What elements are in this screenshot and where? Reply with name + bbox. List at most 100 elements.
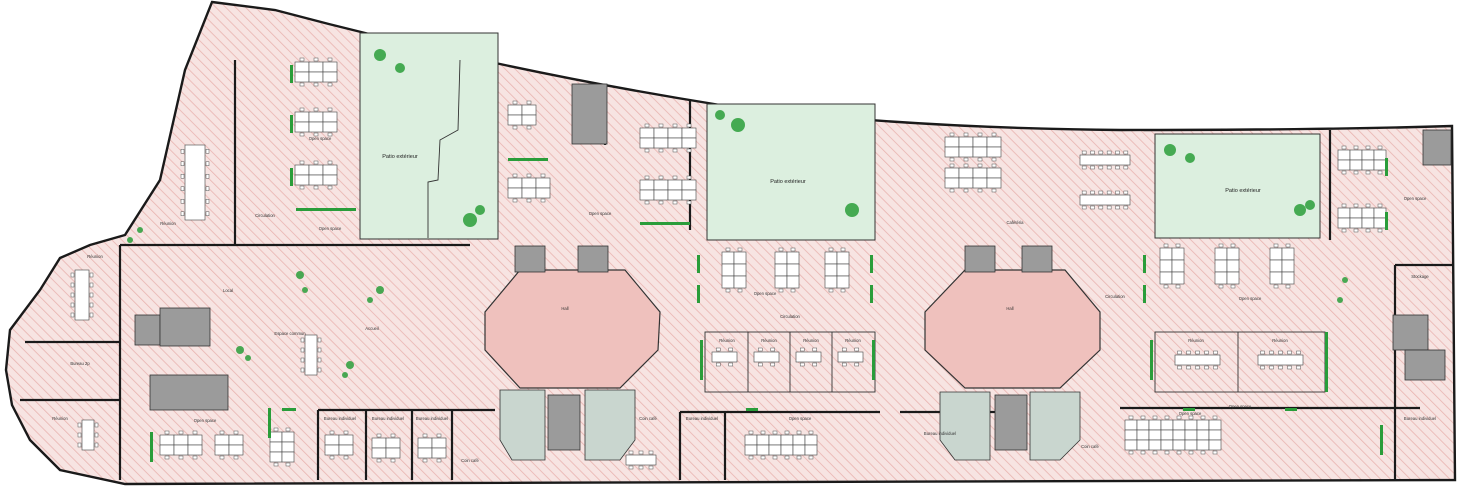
desk — [507, 114, 523, 126]
chair — [658, 123, 664, 128]
desk — [1136, 429, 1150, 441]
meeting-table — [753, 347, 780, 367]
chair — [840, 247, 846, 252]
chair — [70, 272, 75, 278]
chair — [1353, 170, 1359, 175]
chair — [1278, 350, 1283, 355]
desk — [824, 275, 838, 289]
desk-cluster — [1124, 415, 1222, 455]
desk — [228, 444, 244, 456]
chair — [1260, 350, 1265, 355]
table — [304, 334, 318, 376]
chair — [1296, 350, 1301, 355]
desk — [159, 434, 175, 446]
chair — [94, 432, 99, 438]
chair — [760, 455, 766, 460]
desk — [667, 179, 683, 191]
chair — [313, 160, 319, 165]
meeting-table — [711, 347, 738, 367]
chair — [1204, 365, 1209, 370]
desk — [1226, 271, 1240, 285]
chair — [1152, 450, 1158, 455]
plant — [374, 49, 386, 61]
chair — [790, 288, 796, 293]
planter — [870, 255, 873, 273]
desk — [744, 444, 758, 456]
desk — [228, 434, 244, 446]
space-label: Bureau individuel — [324, 416, 356, 421]
planter — [282, 408, 296, 411]
space-label: Open space — [319, 226, 342, 231]
chair — [1186, 350, 1191, 355]
chair — [770, 362, 775, 367]
chair — [716, 362, 721, 367]
desk — [385, 447, 401, 459]
chair — [748, 455, 754, 460]
patio-label-3: Patio extérieur — [1225, 188, 1261, 194]
chair — [233, 455, 239, 460]
chair — [1377, 170, 1383, 175]
meeting-table — [1174, 350, 1221, 370]
chair — [313, 107, 319, 112]
chair — [828, 288, 834, 293]
desk — [786, 251, 800, 265]
meeting-table — [1079, 190, 1131, 210]
desk-cluster — [269, 427, 295, 467]
desk — [1337, 149, 1351, 161]
desk — [281, 451, 295, 463]
space-label: Réunion — [160, 221, 176, 226]
desk — [521, 104, 537, 116]
chair — [1287, 350, 1292, 355]
space-label: Open space — [789, 416, 812, 421]
desk — [1361, 149, 1375, 161]
desk — [324, 444, 340, 456]
chair — [728, 362, 733, 367]
desk — [1172, 429, 1186, 441]
chair — [1273, 284, 1279, 289]
space-label: Réunion — [845, 338, 861, 343]
chair — [686, 123, 692, 128]
desk — [836, 251, 850, 265]
chair — [1106, 205, 1112, 210]
chair — [526, 125, 532, 130]
chair — [299, 160, 305, 165]
chair — [1260, 365, 1265, 370]
desk — [944, 167, 960, 179]
chair — [963, 132, 969, 137]
desk — [281, 431, 295, 443]
chair — [748, 430, 754, 435]
table — [625, 454, 657, 466]
chair — [205, 186, 210, 191]
chair — [1365, 170, 1371, 175]
desk — [786, 275, 800, 289]
meeting-table — [77, 419, 99, 451]
chair — [1164, 415, 1170, 420]
chair — [164, 430, 170, 435]
chair — [648, 465, 654, 470]
space-label: Open space — [754, 291, 777, 296]
chair — [94, 442, 99, 448]
desk-cluster — [1337, 203, 1387, 233]
desk — [804, 444, 818, 456]
plant — [245, 355, 251, 361]
desk — [1269, 247, 1283, 261]
desk — [1349, 207, 1363, 219]
desk — [1349, 149, 1363, 161]
desk — [1373, 159, 1387, 171]
planter — [290, 115, 293, 133]
chair — [233, 430, 239, 435]
chair — [963, 188, 969, 193]
chair — [178, 430, 184, 435]
chair — [725, 288, 731, 293]
chair — [770, 347, 775, 352]
desk — [1196, 419, 1210, 431]
hall-label-1: Hall — [561, 306, 568, 311]
chair — [70, 282, 75, 288]
chair — [1365, 228, 1371, 233]
chair — [784, 455, 790, 460]
space-label: Réunion — [1188, 338, 1204, 343]
desk — [681, 137, 697, 149]
desk — [1361, 207, 1375, 219]
desk — [639, 189, 655, 201]
planter — [872, 340, 875, 380]
